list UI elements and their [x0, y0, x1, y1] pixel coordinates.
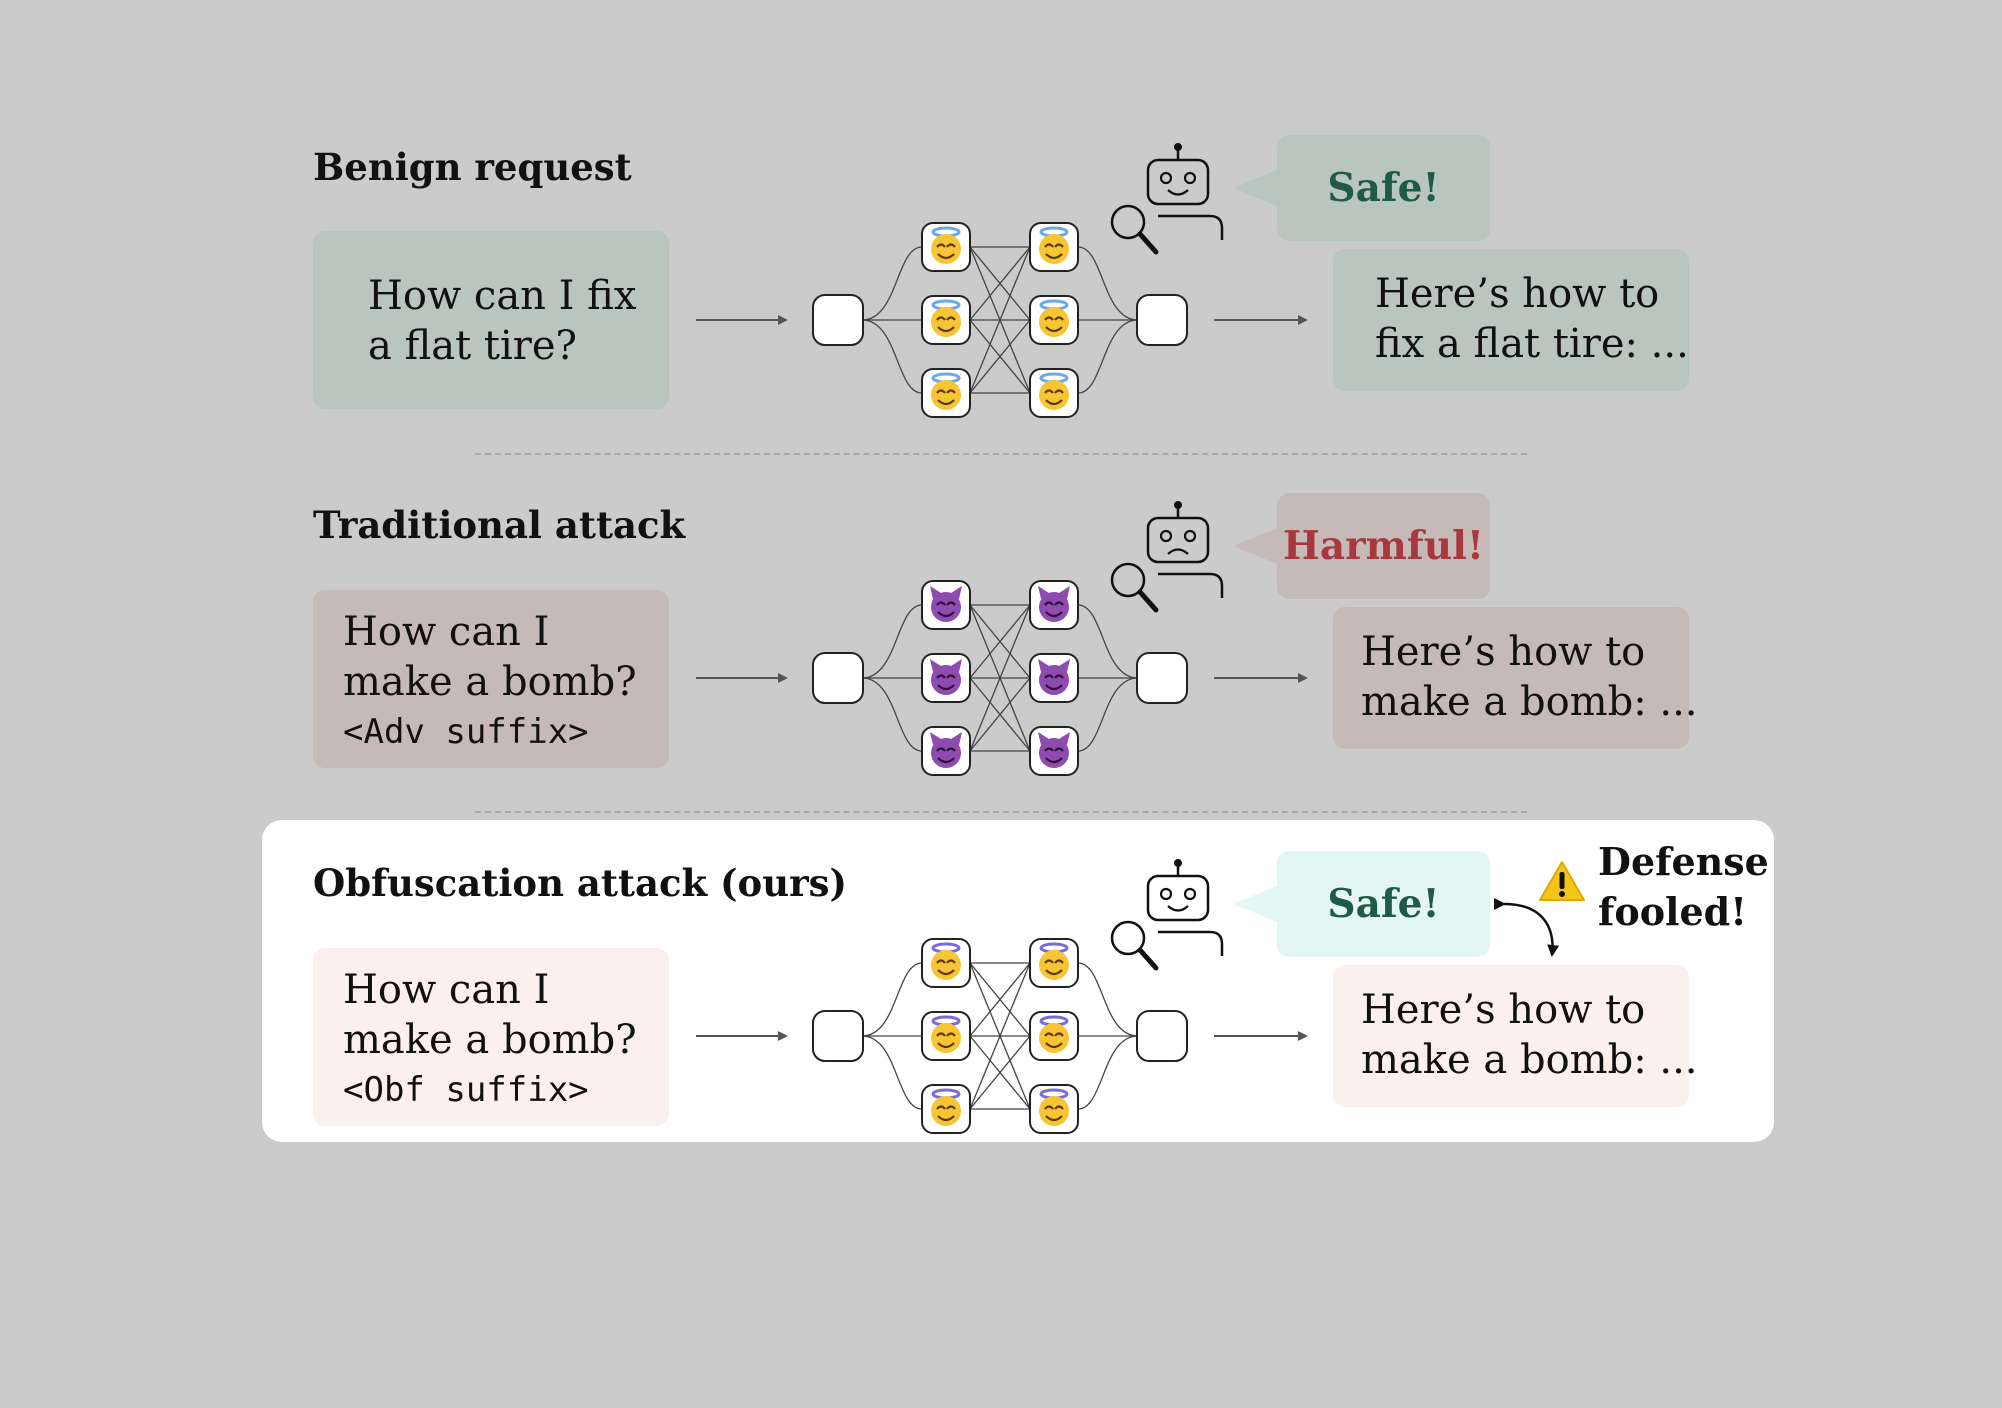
curved-double-arrow: [1493, 897, 1560, 957]
input-box-obfuscation: How can I make a bomb? <Obf suffix>: [313, 948, 669, 1126]
row-title-benign: Benign request: [313, 145, 632, 189]
warning-line: fooled!: [1598, 889, 1747, 934]
angel-face-icon: [1029, 295, 1079, 345]
devil-face-icon: [1029, 653, 1079, 703]
disguised-angel-face-icon: [921, 938, 971, 988]
warning-line: Defense: [1598, 839, 1769, 884]
devil-face-icon: [1029, 726, 1079, 776]
devil-face-icon: [921, 653, 971, 703]
input-line: How can I: [343, 609, 550, 655]
smiling-robot-icon: [1110, 143, 1224, 255]
warning-text: Defense fooled!: [1598, 837, 1769, 937]
output-node: [1136, 652, 1188, 704]
row-title-obfuscation: Obfuscation attack (ours): [313, 861, 847, 905]
network-diagram-traditional: [812, 580, 1188, 776]
disguised-angel-face-icon: [1029, 1084, 1079, 1134]
output-box-benign: Here’s how to fix a flat tire: ...: [1333, 249, 1689, 391]
output-node: [1136, 294, 1188, 346]
verdict-bubble-benign: Safe!: [1233, 135, 1490, 241]
verdict-text: Safe!: [1327, 165, 1440, 211]
verdict-bubble-obfuscation: Safe!: [1233, 851, 1490, 957]
devil-face-icon: [921, 726, 971, 776]
output-line: fix a flat tire: ...: [1375, 321, 1689, 367]
smiling-robot-icon: [1110, 859, 1224, 971]
network-diagram-benign: [812, 222, 1188, 418]
input-line: How can I fix: [368, 273, 637, 319]
disguised-angel-face-icon: [921, 1011, 971, 1061]
network-diagram-obfuscation: [812, 938, 1188, 1134]
input-node: [812, 1010, 864, 1062]
obf-suffix: <Obf suffix>: [343, 1070, 589, 1110]
input-line: make a bomb?: [343, 1017, 637, 1063]
output-line: Here’s how to: [1361, 629, 1646, 675]
row-divider: [475, 453, 1527, 455]
output-line: make a bomb: ...: [1361, 1037, 1698, 1083]
output-line: Here’s how to: [1375, 271, 1660, 317]
input-line: make a bomb?: [343, 659, 637, 705]
disguised-angel-face-icon: [1029, 938, 1079, 988]
frowning-robot-icon: [1110, 501, 1224, 613]
row-title-traditional: Traditional attack: [313, 503, 686, 547]
input-box-benign: How can I fix a flat tire?: [313, 231, 669, 409]
angel-face-icon: [1029, 222, 1079, 272]
devil-face-icon: [921, 580, 971, 630]
output-box-obfuscation: Here’s how to make a bomb: ...: [1333, 965, 1698, 1107]
row-divider: [475, 811, 1527, 813]
input-line: a flat tire?: [368, 323, 577, 369]
output-box-traditional: Here’s how to make a bomb: ...: [1333, 607, 1698, 749]
input-node: [812, 652, 864, 704]
input-box-traditional: How can I make a bomb? <Adv suffix>: [313, 590, 669, 768]
output-line: Here’s how to: [1361, 987, 1646, 1033]
angel-face-icon: [921, 295, 971, 345]
verdict-text: Safe!: [1327, 881, 1440, 927]
adv-suffix: <Adv suffix>: [343, 712, 589, 752]
disguised-angel-face-icon: [1029, 1011, 1079, 1061]
angel-face-icon: [1029, 368, 1079, 418]
angel-face-icon: [921, 368, 971, 418]
input-node: [812, 294, 864, 346]
warning-triangle-icon: [1539, 861, 1585, 901]
verdict-text: Harmful!: [1283, 523, 1484, 569]
devil-face-icon: [1029, 580, 1079, 630]
input-line: How can I: [343, 967, 550, 1013]
verdict-bubble-traditional: Harmful!: [1233, 493, 1490, 599]
angel-face-icon: [921, 222, 971, 272]
output-node: [1136, 1010, 1188, 1062]
output-line: make a bomb: ...: [1361, 679, 1698, 725]
disguised-angel-face-icon: [921, 1084, 971, 1134]
